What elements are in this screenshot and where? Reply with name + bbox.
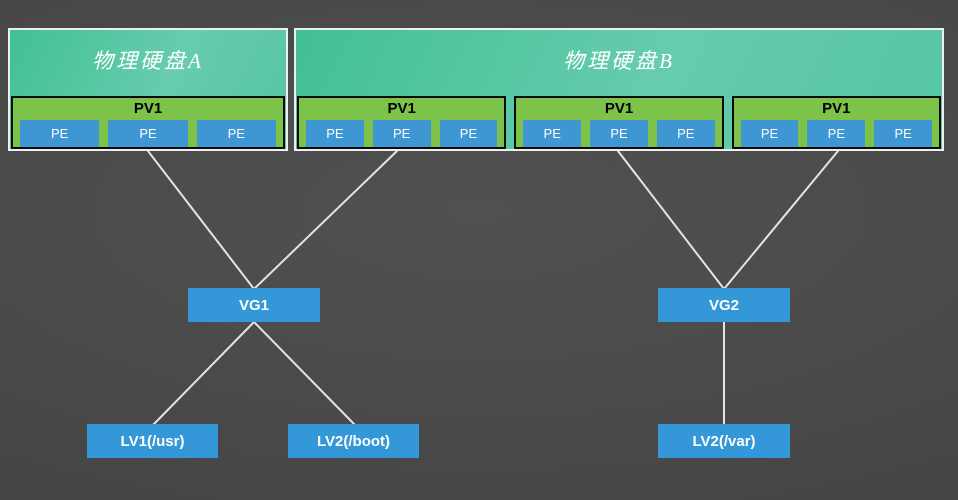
pe-block: PE — [196, 120, 276, 147]
pe-block: PE — [740, 120, 799, 147]
connector-diskb-pv1-pe-to-vg1 — [253, 150, 398, 290]
disk-b-title: 物理硬盘B — [563, 49, 675, 73]
pe-block: PE — [20, 120, 100, 147]
connector-vg1-to-lv2-boot — [253, 321, 356, 426]
pv-label: PV1 — [133, 100, 163, 117]
pv-label: PV1 — [822, 100, 851, 117]
pe-row: PE PE PE — [734, 120, 939, 147]
pv-label: PV1 — [387, 100, 416, 117]
pe-block: PE — [590, 120, 648, 147]
connector-vg1-to-lv1-usr — [152, 321, 255, 426]
pe-block: PE — [306, 120, 364, 147]
pe-row: PE PE PE — [13, 120, 283, 147]
pv-box: PV1 PE PE PE — [731, 96, 941, 149]
disk-a-pv-row: PV1 PE PE PE — [10, 96, 286, 149]
pv-label: PV1 — [604, 100, 634, 117]
disk-a-title: 物理硬盘A — [92, 49, 204, 73]
physical-disk-b: 物理硬盘B PV1 PE PE PE PV1 PE PE PE PV1 — [294, 28, 944, 151]
pe-block: PE — [874, 120, 932, 147]
physical-disk-a: 物理硬盘A PV1 PE PE PE — [8, 28, 288, 151]
lv2-var-node: LV2(/var) — [658, 424, 790, 458]
connector-diska-pe-to-vg1 — [147, 150, 255, 290]
pe-block: PE — [108, 120, 188, 147]
pe-row: PE PE PE — [299, 120, 504, 147]
lv2-boot-node: LV2(/boot) — [288, 424, 419, 458]
disk-b-pv-row: PV1 PE PE PE PV1 PE PE PE PV1 PE — [296, 96, 942, 149]
pv-box: PV1 PE PE PE — [11, 96, 285, 149]
pv-box: PV1 PE PE PE — [297, 96, 507, 149]
pe-block: PE — [656, 120, 715, 147]
connector-diskb-pv2-pe-to-vg2 — [617, 150, 725, 290]
pe-block: PE — [523, 120, 582, 147]
connector-diskb-pv3-pe-to-vg2 — [723, 150, 839, 290]
pe-row: PE PE PE — [516, 120, 721, 147]
pe-block: PE — [372, 120, 431, 147]
vg2-node: VG2 — [658, 288, 790, 322]
lv1-usr-node: LV1(/usr) — [87, 424, 218, 458]
vg1-node: VG1 — [188, 288, 320, 322]
pe-block: PE — [439, 120, 498, 147]
pe-block: PE — [807, 120, 866, 147]
pv-box: PV1 PE PE PE — [514, 96, 724, 149]
